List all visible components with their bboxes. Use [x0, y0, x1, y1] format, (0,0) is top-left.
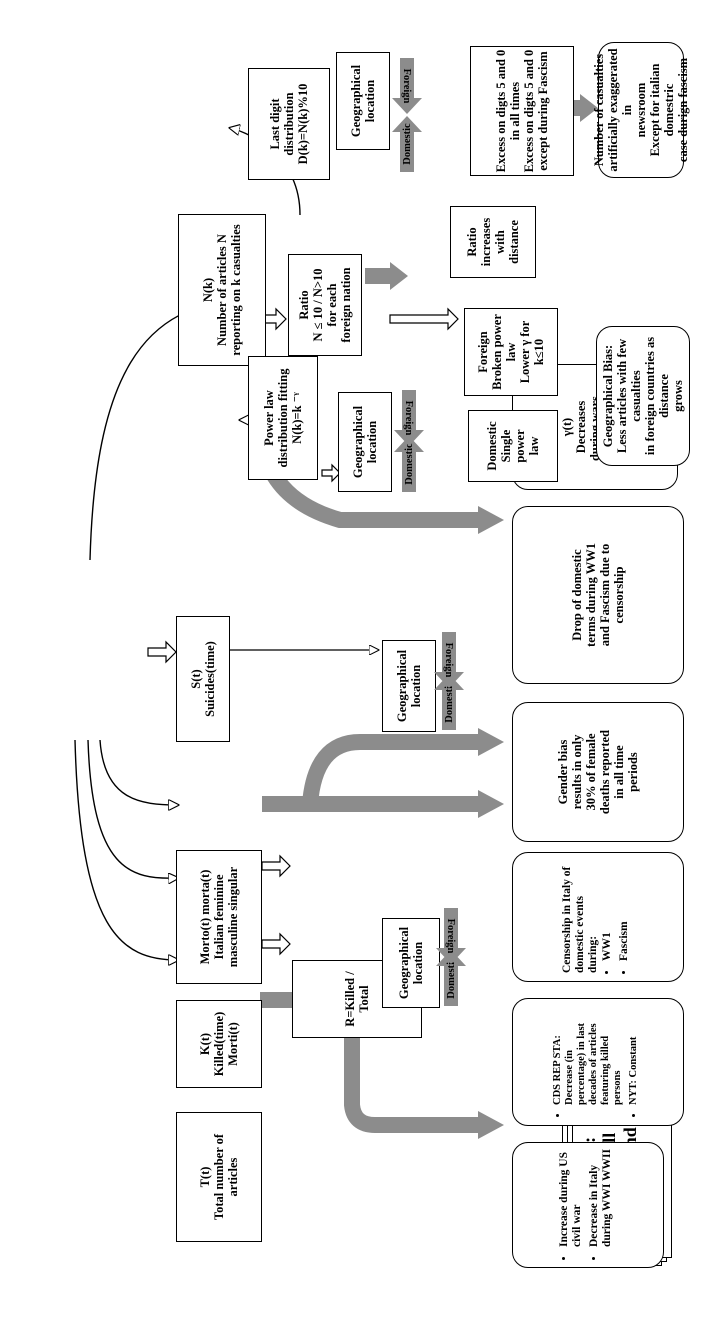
block-arrow-root-suicides: [147, 640, 177, 664]
foreign-label: Foreign: [403, 400, 415, 436]
domestic-arrow-lastdigit: Domestic: [392, 116, 422, 172]
censorship-intro: Censorship in Italy of domestic events d…: [560, 866, 600, 973]
foreign-label: Foreign: [443, 642, 455, 678]
gray-head-last-digit: [580, 94, 598, 122]
foreign-label: Foreign: [401, 68, 413, 104]
foreign-arrow-lastdigit: Foreign: [392, 58, 422, 114]
node-ratio-n: Ratio N ≤ 10 / N>10 for each foreign nat…: [288, 254, 362, 356]
domestic-arrow-powerlaw: Domestic: [394, 436, 424, 492]
node-nk: N(k) Number of articles N reporting on k…: [178, 214, 266, 366]
block-arrow-ratio-result: [389, 307, 459, 331]
result-ratio-increases: Ratio increases with distance: [450, 206, 536, 278]
gray-head-morto: [478, 790, 504, 818]
curve-root-to-total: [74, 739, 178, 960]
result-drop-domestic: Drop of domestic terms during WW1 and Fa…: [512, 506, 684, 684]
result-cds-nyt: CDS REP STA: Decrease (in percentage) in…: [512, 998, 684, 1126]
node-morto: Morto(t) morta(t) Italian feminine mascu…: [176, 850, 262, 984]
bullet-fascism: Fascism: [618, 859, 631, 961]
result-gender-bias: Gender bias results in only 30% of femal…: [512, 702, 684, 842]
domestic-arrow-killed: Domestic: [436, 950, 466, 1006]
gray-head-total: [478, 1111, 504, 1139]
node-killed: K(t) Killed(time) Morti(t): [176, 1000, 262, 1088]
domestic-label: Domestic: [401, 123, 413, 165]
result-casualties-exaggerated: Number of casualties artificially exagge…: [592, 42, 690, 178]
gray-head-morto-up: [478, 728, 504, 756]
geo-box-suicides: Geographical location: [382, 640, 436, 732]
block-arrow-killed-ratio: [261, 854, 291, 878]
result-increase-decrease: Increase during US civil war Decrease in…: [512, 1142, 664, 1268]
foreign-label: Foreign: [445, 918, 457, 954]
geo-box-powerlaw: Geographical location: [338, 392, 392, 492]
result-excess-digits: Excess on digts 5 and 0 in all times Exc…: [470, 46, 574, 176]
bullet-ww1: WW1: [601, 859, 614, 961]
geo-box-killed: Geographical location: [382, 918, 440, 1008]
node-total-articles: T(t) Total number of articles: [176, 1112, 262, 1242]
curve-root-to-morto: [99, 739, 178, 805]
node-power-law: Power law distribution fitting N(k)=k ⁻ᵞ: [248, 356, 318, 480]
foreign-arrow-suicides: Foreign: [434, 632, 464, 688]
gray-head-powerlaw: [478, 506, 504, 534]
node-suicides: S(t) Suicides(time): [176, 616, 230, 742]
gray-head-ratio-result: [390, 262, 408, 290]
bullet-nyt: NYT: Constant: [628, 1005, 640, 1105]
bullet-cds: CDS REP STA: Decrease (in percentage) in…: [552, 1005, 624, 1105]
block-arrow-total-ratio: [261, 932, 291, 956]
result-censorship: Censorship in Italy of domestic events d…: [512, 852, 684, 982]
result-foreign-broken: Foreign Broken power law Lower γ for k≤1…: [464, 308, 558, 396]
result-geo-bias: Geographical Bias: Less articles with fe…: [596, 326, 690, 466]
bullet-increase: Increase during US civil war: [558, 1149, 584, 1247]
domestic-arrow-suicides: Domestic: [434, 674, 464, 730]
node-last-digit: Last digit distribution D(k)=N(k)%10: [248, 68, 330, 180]
foreign-arrow-killed: Foreign: [436, 908, 466, 964]
block-arrow-power-geo: [321, 463, 341, 483]
result-domestic-single: Domestic Single power law: [468, 410, 558, 482]
bullet-decrease: Decrease in Italy during WWI WWII: [588, 1149, 614, 1247]
foreign-arrow-powerlaw: Foreign: [394, 390, 424, 446]
curve-root-to-killed: [87, 739, 178, 878]
geo-box-lastdigit: Geographical location: [336, 52, 390, 150]
gray-path-morto-up: [302, 734, 480, 805]
